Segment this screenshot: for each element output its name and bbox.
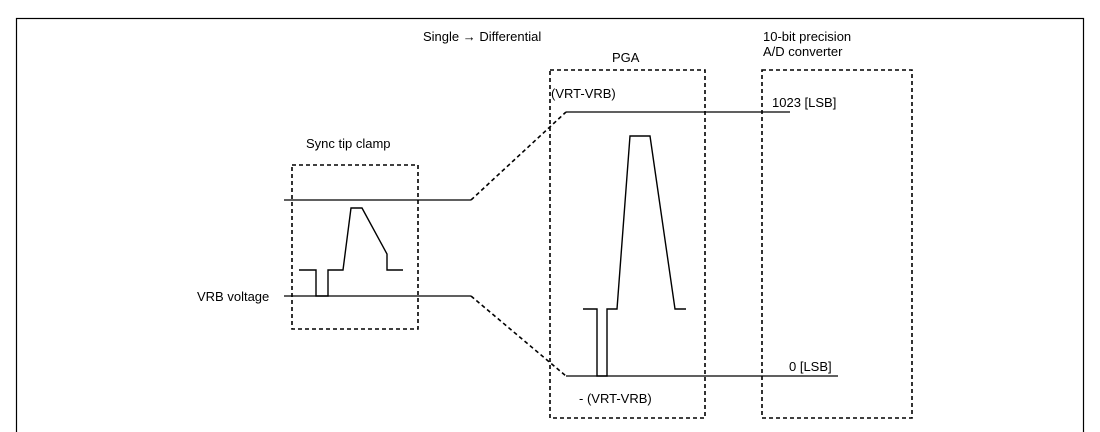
lower-dashed-connector [470,295,567,377]
sync-tip-clamp-label: Sync tip clamp [306,136,391,151]
vrb-voltage-label: VRB voltage [197,289,269,304]
vrt-vrb-top-label: (VRT-VRB) [551,86,616,101]
adc-title-line2: A/D converter [763,44,843,59]
single-to-differential-label: Single → Differential [423,29,541,44]
pga-label: PGA [612,50,640,65]
upper-dashed-connector [470,111,567,201]
adc-title-line1: 10-bit precision [763,29,851,44]
adc-box [761,69,913,419]
vrt-vrb-bottom-label: - (VRT-VRB) [579,391,652,406]
pga-box [549,69,706,419]
pga-waveform [583,135,686,377]
sync-tip-clamp-box [291,164,419,330]
diagram-frame [15,17,1085,432]
clamp-waveform [299,207,403,297]
lsb-0-label: 0 [LSB] [789,359,832,374]
lsb-1023-label: 1023 [LSB] [772,95,836,110]
